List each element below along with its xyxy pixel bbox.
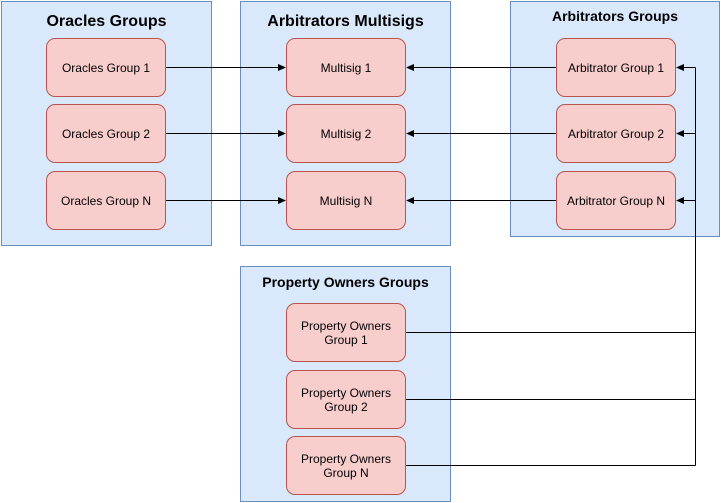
node-label: Multisig 1: [320, 60, 372, 75]
node-label: Arbitrator Group 1: [567, 60, 665, 75]
arbitrators-groups-title: Arbitrators Groups: [551, 8, 678, 24]
property-owners-group-1-node[interactable]: Property Owners Group 1: [286, 303, 406, 362]
arbitrator-group-1-node[interactable]: Arbitrator Group 1: [556, 38, 676, 97]
node-label: Oracles Group N: [60, 193, 152, 208]
arbitrator-group-n-node[interactable]: Arbitrator Group N: [556, 171, 676, 230]
oracles-group-n-node[interactable]: Oracles Group N: [46, 171, 166, 230]
oracles-group-1-node[interactable]: Oracles Group 1: [46, 38, 166, 97]
node-label: Property Owners Group 1: [300, 318, 392, 347]
oracles-groups-title: Oracles Groups: [46, 13, 167, 30]
node-label: Oracles Group 1: [61, 60, 151, 75]
property-owners-group-n-node[interactable]: Property Owners Group N: [286, 436, 406, 495]
multisig-2-node[interactable]: Multisig 2: [286, 104, 406, 163]
arbitrator-group-2-node[interactable]: Arbitrator Group 2: [556, 104, 676, 163]
node-label: Property Owners Group N: [300, 451, 392, 480]
node-label: Arbitrator Group 2: [567, 126, 665, 141]
oracles-group-2-node[interactable]: Oracles Group 2: [46, 104, 166, 163]
property-owners-group-2-node[interactable]: Property Owners Group 2: [286, 370, 406, 429]
node-label: Oracles Group 2: [61, 126, 151, 141]
node-label: Property Owners Group 2: [300, 385, 392, 414]
property-owners-groups-title: Property Owners Groups: [262, 274, 429, 290]
arbitrators-multisigs-title: Arbitrators Multisigs: [267, 13, 424, 30]
multisig-1-node[interactable]: Multisig 1: [286, 38, 406, 97]
node-label: Multisig 2: [320, 126, 372, 141]
multisig-n-node[interactable]: Multisig N: [286, 171, 406, 230]
node-label: Multisig N: [319, 193, 373, 208]
node-label: Arbitrator Group N: [566, 193, 666, 208]
